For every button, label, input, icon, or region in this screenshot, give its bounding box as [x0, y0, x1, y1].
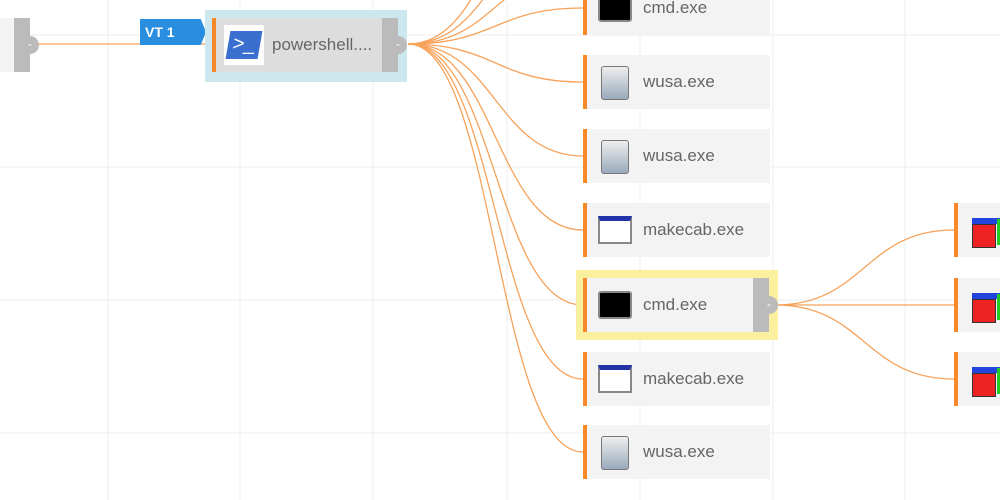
- process-node[interactable]: wusa.exe: [583, 55, 770, 109]
- parent-node[interactable]: [0, 18, 30, 72]
- node-label: powershell....: [272, 35, 373, 54]
- window-icon: [595, 359, 635, 399]
- edge-cmd-child: [774, 229, 955, 306]
- node-label: cmd.exe: [643, 295, 708, 314]
- process-node[interactable]: wusa.exe: [583, 129, 770, 183]
- wusa-icon: [595, 136, 635, 176]
- node-label: cmd.exe: [643, 0, 708, 17]
- process-node-powershell[interactable]: >_ powershell....: [212, 18, 398, 72]
- cmd-icon: [595, 285, 635, 325]
- cmd-icon: [595, 0, 635, 28]
- cube-icon: [962, 210, 1000, 250]
- edge-root-child: [407, 43, 584, 83]
- object-node[interactable]: [954, 352, 1000, 406]
- process-node[interactable]: cmd.exe: [583, 0, 770, 35]
- node-label: wusa.exe: [643, 72, 715, 91]
- node-label: wusa.exe: [643, 146, 715, 165]
- edge-offscreen: [407, 0, 505, 45]
- process-node[interactable]: cmd.exe: [583, 278, 769, 332]
- process-node[interactable]: makecab.exe: [583, 352, 770, 406]
- collapse-port[interactable]: [382, 18, 398, 72]
- wusa-icon: [595, 62, 635, 102]
- edge-root-child: [407, 43, 584, 380]
- vt-badge: VT 1: [140, 19, 206, 45]
- window-icon: [595, 210, 635, 250]
- process-node[interactable]: wusa.exe: [583, 425, 770, 479]
- edge-cmd-child: [774, 304, 955, 380]
- collapse-port[interactable]: [14, 18, 30, 72]
- edge-root-child: [407, 43, 584, 306]
- edge-root-child: [407, 43, 584, 231]
- object-node[interactable]: [954, 278, 1000, 332]
- collapse-port[interactable]: [753, 278, 769, 332]
- object-node[interactable]: [954, 203, 1000, 257]
- edge-offscreen: [407, 0, 484, 45]
- cube-icon: [962, 359, 1000, 399]
- node-label: makecab.exe: [643, 369, 745, 388]
- powershell-icon: >_: [224, 25, 264, 65]
- node-label: makecab.exe: [643, 220, 745, 239]
- edge-root-child: [407, 7, 584, 45]
- edge-offscreen: [407, 0, 472, 45]
- cube-icon: [962, 285, 1000, 325]
- wusa-icon: [595, 432, 635, 472]
- edge-root-child: [407, 43, 584, 453]
- node-label: wusa.exe: [643, 442, 715, 461]
- process-node[interactable]: makecab.exe: [583, 203, 770, 257]
- edge-root-child: [407, 43, 584, 157]
